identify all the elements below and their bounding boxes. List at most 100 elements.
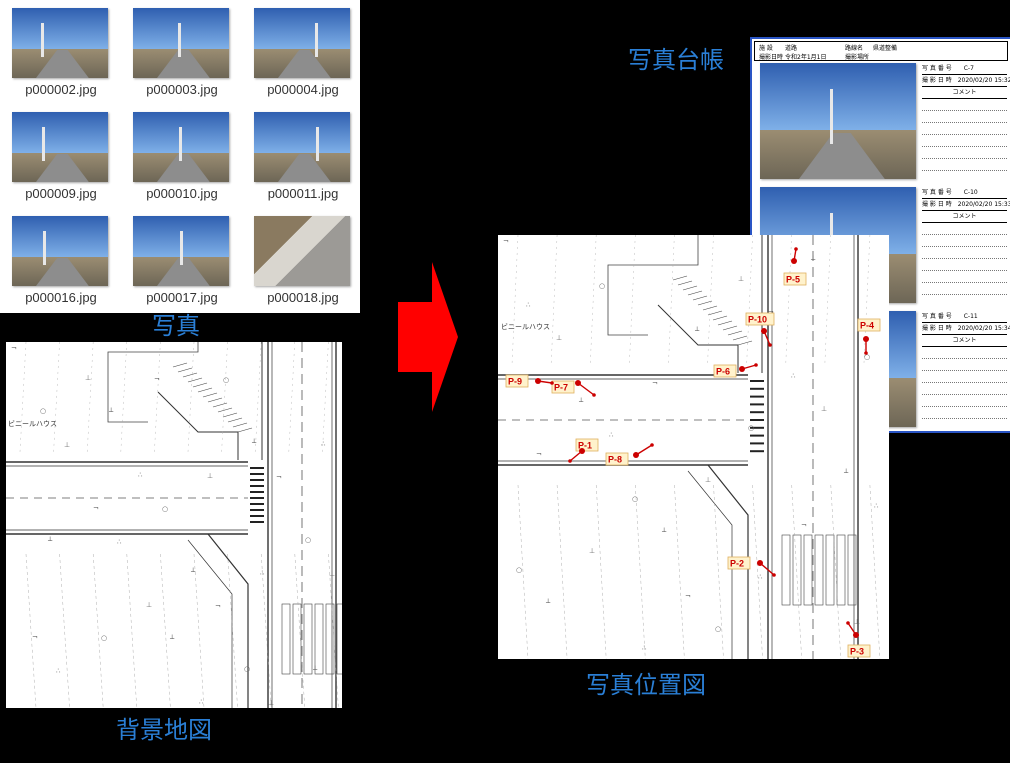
photo-thumbnail-item[interactable]: p000009.jpg xyxy=(6,106,110,206)
hatch-line xyxy=(672,275,688,281)
road-edge-line xyxy=(687,470,733,659)
map-symbol: ¬ xyxy=(801,521,807,529)
photo-thumbnail-item[interactable]: p000002.jpg xyxy=(6,2,110,102)
map-symbol: ¬ xyxy=(503,237,509,245)
photo-direction-arrowhead xyxy=(550,381,554,385)
map-symbol: ¬ xyxy=(154,375,160,383)
hatch-line xyxy=(732,335,748,341)
photo-marker-box xyxy=(551,380,575,394)
parcel-line xyxy=(713,484,724,659)
parcel-line xyxy=(154,342,161,453)
photo-position-dot xyxy=(535,378,541,384)
flow-arrow xyxy=(398,262,458,412)
ledger-photo-number: C-11 xyxy=(963,313,978,320)
photo-thumbnail-item[interactable]: p000018.jpg xyxy=(248,210,352,310)
photo-thumbnail-item[interactable]: p000017.jpg xyxy=(127,210,231,310)
map-symbol: ¬ xyxy=(276,473,282,481)
parking-space xyxy=(803,534,813,606)
map-symbol: ○ xyxy=(223,376,229,384)
parcel-line xyxy=(556,484,568,659)
hatch-line xyxy=(212,402,228,408)
map-label: ビニールハウス xyxy=(501,322,550,331)
ledger-header-value-2: 県道整備 xyxy=(873,45,898,52)
road-edge-line xyxy=(707,464,749,659)
photo-direction-line xyxy=(759,562,775,576)
ledger-date-label: 撮 影 日 時 xyxy=(922,77,952,84)
map-symbol: ⊥ xyxy=(556,334,562,342)
parcel-line xyxy=(288,342,295,453)
map-symbol: ¬ xyxy=(32,633,38,641)
photo-direction-arrowhead xyxy=(568,459,572,463)
photo-thumbnail-image xyxy=(12,216,108,286)
ledger-photo-number-label: 写 真 番 号 xyxy=(922,189,952,196)
photo-thumbnail-item[interactable]: p000016.jpg xyxy=(6,210,110,310)
parcel-line xyxy=(590,235,597,366)
hatch-line xyxy=(192,382,208,388)
map-symbol: ┴ xyxy=(190,567,196,576)
map-symbol: ┴ xyxy=(661,527,667,536)
ledger-comment-line xyxy=(922,271,1007,283)
photo-marker-label: P-10 xyxy=(748,315,767,325)
parking-space xyxy=(314,603,324,675)
hatch-line xyxy=(172,362,188,368)
building-outline xyxy=(607,235,699,336)
photo-position-dot xyxy=(739,366,745,372)
photo-thumbnail-item[interactable]: p000010.jpg xyxy=(127,106,231,206)
hatch-line xyxy=(717,320,733,326)
ledger-date: 2020/02/20 15:34 xyxy=(957,325,1010,332)
photo-filename: p000018.jpg xyxy=(267,290,339,305)
map-symbol: ○ xyxy=(244,665,250,673)
map-symbol: ┴ xyxy=(108,407,114,416)
ledger-header-date-value: 令和2年1月1日 xyxy=(785,54,827,61)
parcel-line xyxy=(53,342,60,453)
ledger-date-label: 撮 影 日 時 xyxy=(922,201,952,208)
ledger-comment-line xyxy=(922,259,1007,271)
map-symbol: ○ xyxy=(632,495,638,503)
ledger-date: 2020/02/20 15:32 xyxy=(957,77,1010,84)
parking-space xyxy=(836,534,846,606)
map-symbol: ⊥ xyxy=(854,618,860,626)
map-symbol: ┴ xyxy=(694,326,700,335)
map-symbol: ┴ xyxy=(810,255,816,264)
photo-marker-label: P-3 xyxy=(850,647,864,657)
photo-marker-label: P-4 xyxy=(860,321,874,331)
photo-direction-line xyxy=(577,382,595,396)
ledger-header-label-2: 路線名 xyxy=(845,45,864,52)
parcel-line xyxy=(830,484,841,659)
photo-direction-arrowhead xyxy=(592,393,596,397)
parcel-line xyxy=(328,553,339,708)
ledger-comment-line xyxy=(922,111,1007,123)
map-symbol: ⊥ xyxy=(705,476,711,484)
photo-thumbnail-item[interactable]: p000004.jpg xyxy=(248,2,352,102)
ledger-comment-line xyxy=(922,147,1007,159)
photo-direction-arrowhead xyxy=(864,351,868,355)
photo-thumbnail-item[interactable]: p000003.jpg xyxy=(127,2,231,102)
photo-thumbnail-image xyxy=(254,216,350,286)
hatch-line xyxy=(187,377,203,383)
parcel-line xyxy=(824,235,831,366)
ledger-comment-label: コメント xyxy=(922,87,1007,99)
photo-thumbnail-image xyxy=(133,112,229,182)
photo-marker-box xyxy=(783,272,807,286)
map-symbol: ¬ xyxy=(685,592,691,600)
parcel-line xyxy=(635,484,646,659)
ledger-comment-label: コメント xyxy=(922,335,1007,347)
map-symbol: ┴ xyxy=(47,536,53,545)
ledger-comment-line xyxy=(922,407,1007,419)
photo-marker-box xyxy=(847,644,871,658)
ledger-comment-line xyxy=(922,395,1007,407)
parcel-line xyxy=(93,553,104,708)
parcel-line xyxy=(517,484,529,659)
map-symbol: ┴ xyxy=(251,438,257,447)
photo-thumbnail-item[interactable]: p000011.jpg xyxy=(248,106,352,206)
parcel-line xyxy=(550,235,558,366)
ledger-comment-line xyxy=(922,135,1007,147)
hatch-line xyxy=(227,417,243,423)
map-symbol: ○ xyxy=(715,625,721,633)
map-symbol: ∴ xyxy=(642,644,647,652)
hatch-line xyxy=(697,300,713,306)
map-symbol: ∴ xyxy=(260,569,265,577)
